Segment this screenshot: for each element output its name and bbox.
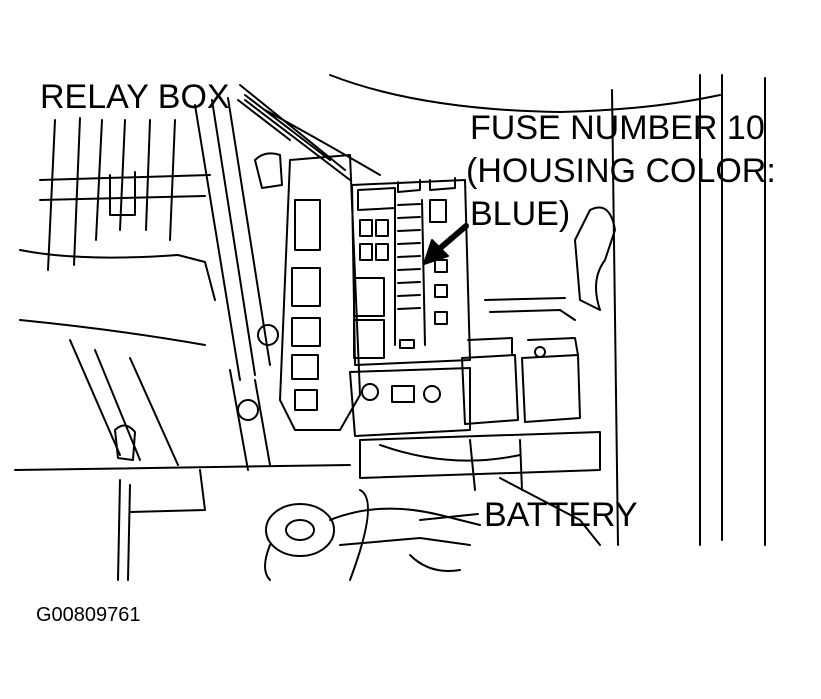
fuse-label-line-1: FUSE NUMBER 10 xyxy=(470,109,765,147)
battery-leader-line xyxy=(419,513,479,521)
battery-area xyxy=(349,367,601,546)
right-relays xyxy=(461,297,581,425)
fuse-label-line-2: (HOUSING COLOR: xyxy=(466,152,776,190)
hood-edge-line xyxy=(329,74,721,113)
right-connector xyxy=(574,206,616,311)
fuse-label-line-3: BLUE) xyxy=(470,195,571,233)
fuse-block xyxy=(351,177,471,366)
relay-box-label: RELAY BOX xyxy=(40,78,230,116)
diagonal-struts xyxy=(194,84,381,381)
lower-left-body xyxy=(14,339,351,581)
battery-label: BATTERY xyxy=(484,496,638,534)
relay-box-leader-line xyxy=(237,94,331,161)
fuse-pointer-arrowhead xyxy=(423,239,449,265)
figure-code: G00809761 xyxy=(36,604,141,626)
fuse-pointer-arrow xyxy=(435,223,469,253)
battery-terminal xyxy=(264,489,481,581)
left-ribbed-panel xyxy=(19,117,216,346)
right-frame-lines xyxy=(611,74,766,546)
